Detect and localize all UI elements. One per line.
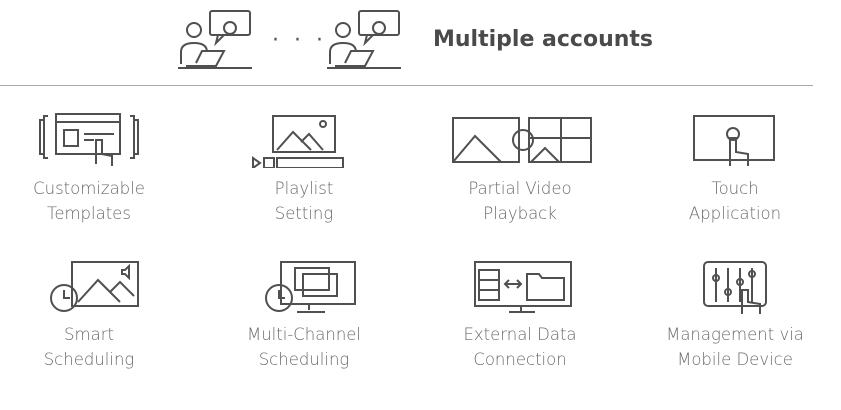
smart-schedule-icon	[50, 261, 139, 312]
page-title: Multiple accounts	[433, 27, 653, 52]
template-touch-icon	[39, 113, 139, 166]
divider	[0, 85, 813, 86]
user-settings-icon	[327, 10, 401, 69]
playlist-icon	[252, 115, 344, 168]
multi-channel-icon	[265, 261, 356, 313]
partial-video-icon	[452, 117, 592, 163]
user-settings-icon	[178, 10, 252, 69]
external-data-icon	[474, 261, 572, 313]
touch-screen-icon	[693, 115, 775, 166]
mobile-management-icon	[703, 261, 767, 314]
ellipsis: · · ·	[272, 28, 327, 53]
